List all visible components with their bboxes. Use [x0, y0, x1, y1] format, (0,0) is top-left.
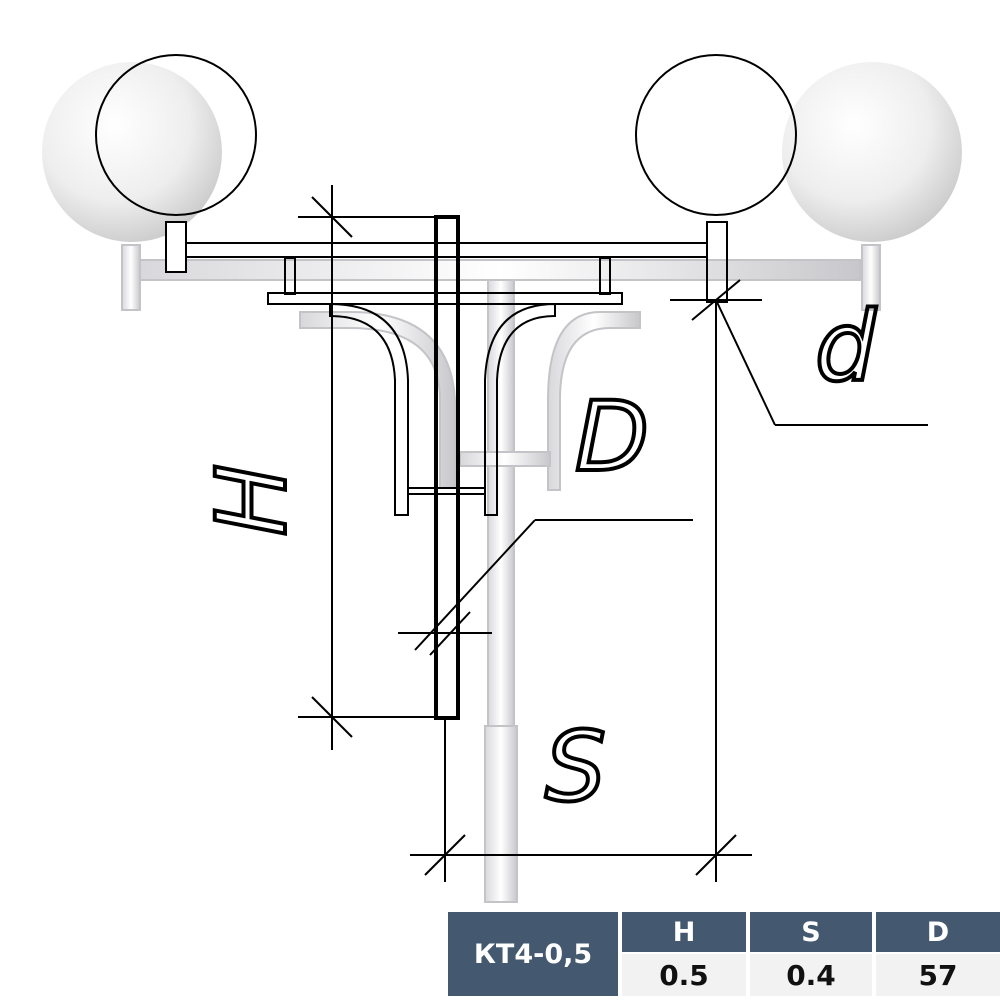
vertical-bar [434, 215, 460, 720]
outlined-fixture [95, 54, 797, 720]
value-s: 0.4 [750, 954, 872, 996]
pole-base-shaded [484, 725, 518, 903]
header-h: H [622, 912, 746, 952]
value-h: 0.5 [622, 954, 746, 996]
dimension-lines [298, 185, 928, 882]
value-d: 57 [876, 954, 1000, 996]
globe-right-shaded [782, 62, 962, 242]
globe-left-outline [95, 54, 257, 216]
crossarm [185, 242, 708, 258]
shaded-fixture [42, 62, 962, 903]
model-cell: КТ4-0,5 [448, 912, 618, 996]
label-pipe-diameter: D [575, 381, 649, 493]
header-d: D [876, 912, 1000, 952]
crossarm-shaded [139, 259, 861, 281]
spec-table: КТ4-0,5 H S D 0.5 0.4 57 [448, 912, 1000, 996]
mount-plate [267, 292, 623, 305]
globe-left-shaded [42, 62, 222, 242]
label-mount-diameter: d [815, 291, 877, 403]
label-spacing: S [545, 711, 606, 823]
label-height: H [196, 464, 308, 536]
globe-right-outline [635, 54, 797, 216]
header-s: S [750, 912, 872, 952]
